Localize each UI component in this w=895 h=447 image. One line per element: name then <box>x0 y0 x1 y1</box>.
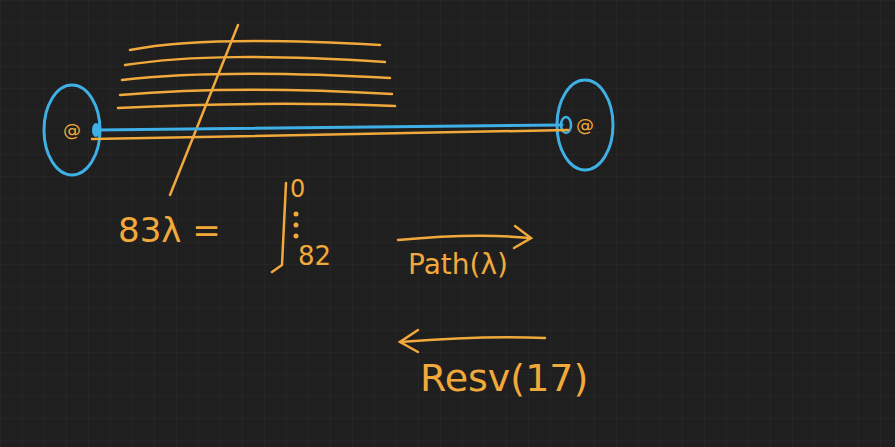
handwritten-label: 0 <box>290 176 305 202</box>
handwritten-label: 83λ = <box>118 212 221 249</box>
handwritten-label: Resv(17) <box>420 358 588 400</box>
lsp-line <box>92 130 568 139</box>
router-node: @ <box>562 90 608 160</box>
router-circle <box>557 80 613 170</box>
path-arrow <box>398 226 531 248</box>
link-line <box>96 125 562 130</box>
router-label: @ <box>63 120 81 140</box>
handwritten-label: Path(λ) <box>408 250 508 281</box>
brace <box>272 183 286 272</box>
cut-line <box>170 25 238 195</box>
router-circle <box>44 85 100 175</box>
ellipsis-dots <box>294 212 299 239</box>
router-node: @ <box>48 95 96 165</box>
wave-lines <box>118 41 395 108</box>
router-label: @ <box>576 115 594 135</box>
handwritten-label: 82 <box>298 242 331 271</box>
resv-arrow <box>400 330 545 352</box>
